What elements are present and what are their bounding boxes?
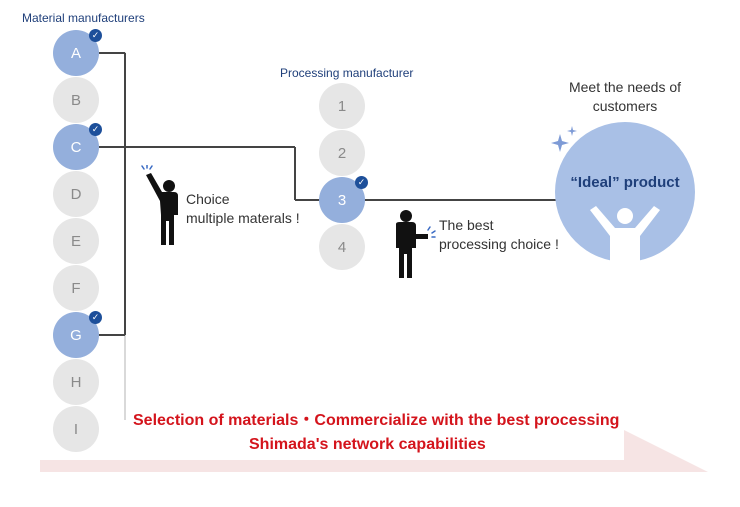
banner-line2: Shimada's network capabilities [249, 436, 486, 453]
customer-needs-line1: Meet the needs of [568, 79, 682, 95]
processor-circle-label: 4 [337, 238, 347, 256]
material-circle-label: C [70, 138, 82, 156]
customer-needs-line2: customers [592, 98, 658, 114]
ideal-product-label: “Ideal” product [570, 174, 680, 191]
check-badge-icon: ✓ [355, 176, 368, 189]
processor-circle-label: 3 [337, 191, 347, 209]
choice-note-line2: multiple materals ! [186, 210, 300, 226]
material-circle-label: A [70, 44, 81, 62]
material-circle-label: H [70, 373, 82, 391]
material-circle-label: F [71, 279, 81, 297]
material-circle-d: D [53, 171, 99, 217]
processing-manufacturer-title: Processing manufacturer [280, 66, 414, 80]
processor-circle-label: 2 [337, 144, 347, 162]
material-circle-label: E [70, 232, 81, 250]
processing-note-line2: processing choice ! [439, 236, 559, 252]
sparkle-icon [551, 126, 577, 152]
choice-note-line1: Choice [186, 191, 230, 207]
banner-arrow [40, 430, 708, 472]
person-raising-hand-icon [141, 165, 178, 245]
check-badge-icon: ✓ [89, 123, 102, 136]
processor-circle-4: 4 [319, 224, 365, 270]
material-circle-f: F [53, 265, 99, 311]
processor-circle-label: 1 [337, 97, 347, 115]
material-circle-label: B [70, 91, 81, 109]
material-circle-b: B [53, 77, 99, 123]
processing-note-line1: The best [439, 217, 494, 233]
check-badge-icon: ✓ [89, 311, 102, 324]
cheering-person-icon [590, 206, 660, 262]
material-circle-label: D [70, 185, 82, 203]
material-circle-h: H [53, 359, 99, 405]
processing-note: The best processing choice ! [439, 216, 559, 254]
banner-line1: Selection of materials・Commercialize wit… [133, 412, 620, 429]
processor-circle-1: 1 [319, 83, 365, 129]
check-badge-icon: ✓ [89, 29, 102, 42]
processor-circle-2: 2 [319, 130, 365, 176]
material-circle-e: E [53, 218, 99, 264]
material-circle-i: I [53, 406, 99, 452]
choice-note: Choice multiple materals ! [186, 190, 300, 228]
material-manufacturers-title: Material manufacturers [22, 11, 145, 25]
material-circle-label: G [70, 326, 82, 344]
customer-needs-text: Meet the needs of customers [560, 78, 690, 116]
material-circle-label: I [73, 420, 79, 438]
person-presenting-icon [396, 210, 436, 278]
